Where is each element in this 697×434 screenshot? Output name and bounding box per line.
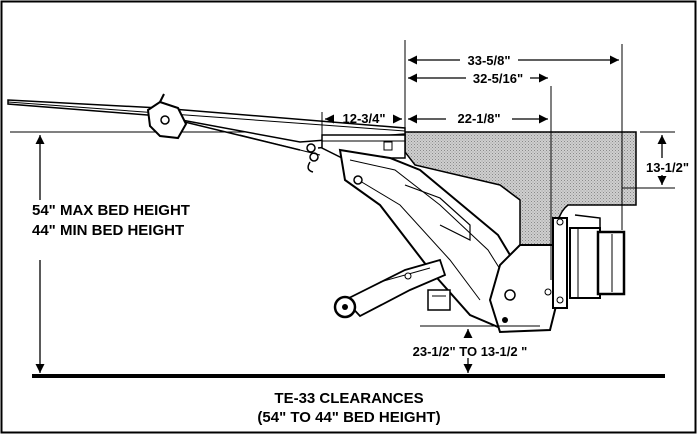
dim-ground-clearance: 23-1/2" TO 13-1/2 " <box>413 344 528 359</box>
dim-22-1-8: 22-1/8" <box>457 111 500 126</box>
min-bed-height-label: 44" MIN BED HEIGHT <box>32 222 184 239</box>
max-bed-height-label: 54" MAX BED HEIGHT <box>32 202 190 219</box>
dim-12-3-4: 12-3/4" <box>342 111 385 126</box>
dim-33-5-8: 33-5/8" <box>467 53 510 68</box>
caption-subtitle: (54" TO 44" BED HEIGHT) <box>257 409 440 426</box>
roller-leg <box>333 258 447 319</box>
extension-lines <box>321 40 675 327</box>
dim-32-5-16: 32-5/16" <box>473 71 523 86</box>
hinge-bracket <box>146 93 188 140</box>
cylinder-block <box>427 289 451 311</box>
motor-drum <box>569 227 626 299</box>
caption-title: TE-33 CLEARANCES <box>274 390 423 407</box>
dimension-arrows <box>35 55 667 373</box>
dim-13-1-2: 13-1/2" <box>646 160 689 175</box>
